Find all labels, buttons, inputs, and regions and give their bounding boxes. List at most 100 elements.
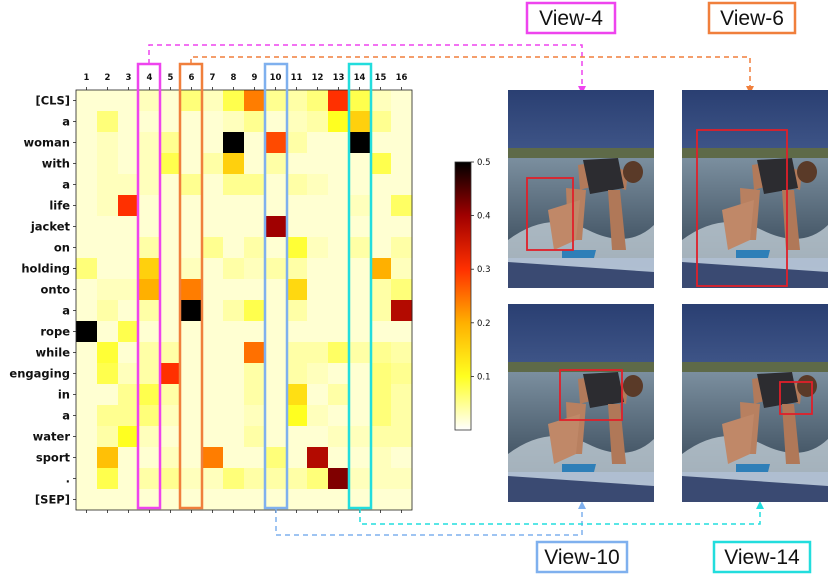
heatmap-cell	[223, 321, 245, 343]
heatmap-cell	[370, 258, 392, 280]
heatmap-cell	[349, 195, 371, 217]
heatmap-cell	[139, 90, 161, 112]
heatmap-cell	[370, 426, 392, 448]
token-label: a	[62, 115, 70, 129]
colorbar-tick-label: 0.2	[477, 319, 491, 329]
heatmap-cell	[244, 279, 266, 301]
heatmap-cell	[181, 111, 203, 133]
view-6-region-box	[696, 129, 788, 287]
colorbar: 0.10.20.30.40.5	[454, 158, 491, 431]
heatmap-cell	[391, 258, 413, 280]
heatmap-cell	[160, 300, 182, 322]
token-labels: [CLS]awomanwithalifejacketonholdingontoa…	[9, 94, 70, 507]
heatmap-cell	[139, 342, 161, 364]
heatmap-cell	[370, 321, 392, 343]
heatmap-cell	[349, 258, 371, 280]
view-4-image	[508, 90, 654, 288]
heatmap-cell	[286, 468, 308, 490]
heatmap-cell	[349, 426, 371, 448]
heatmap-cell	[244, 90, 266, 112]
heatmap-cell	[349, 363, 371, 385]
column-label: 8	[231, 73, 237, 83]
heatmap-cell	[244, 258, 266, 280]
heatmap-cell	[160, 195, 182, 217]
column-label: 13	[333, 73, 345, 83]
column-label: 5	[168, 73, 174, 83]
heatmap-cell	[223, 447, 245, 469]
heatmap-cell	[328, 363, 350, 385]
heatmap-cell	[76, 300, 98, 322]
heatmap-cell	[286, 300, 308, 322]
heatmap-cell	[328, 489, 350, 511]
heatmap-cell	[391, 90, 413, 112]
heatmap-cell	[97, 300, 119, 322]
heatmap-cell	[160, 90, 182, 112]
heatmap-cell	[139, 426, 161, 448]
heatmap-cell	[349, 237, 371, 259]
heatmap-cell	[286, 321, 308, 343]
heatmap-cell	[223, 489, 245, 511]
heatmap-cell	[76, 405, 98, 427]
heatmap-cell	[118, 363, 140, 385]
heatmap-cell	[328, 237, 350, 259]
heatmap-cell	[76, 237, 98, 259]
column-label: 14	[354, 73, 366, 83]
heatmap-cell	[328, 447, 350, 469]
heatmap-cell	[223, 279, 245, 301]
heatmap-cell	[76, 384, 98, 406]
heatmap-cell	[391, 405, 413, 427]
heatmap-cell	[286, 195, 308, 217]
connector-view-6	[190, 56, 751, 86]
heatmap-cell	[223, 363, 245, 385]
heatmap-cell	[265, 447, 287, 469]
heatmap-cell	[307, 426, 329, 448]
heatmap-cell	[307, 468, 329, 490]
column-label: 15	[375, 73, 387, 83]
heatmap-cell	[328, 342, 350, 364]
token-label: while	[36, 346, 71, 360]
heatmap-cell	[307, 111, 329, 133]
heatmap-cell	[202, 258, 224, 280]
heatmap-cell	[76, 321, 98, 343]
heatmap-cell	[265, 153, 287, 175]
heatmap-cell	[244, 153, 266, 175]
heatmap-cell	[202, 153, 224, 175]
heatmap-cell	[328, 216, 350, 238]
heatmap-cell	[328, 132, 350, 154]
heatmap-cells	[76, 90, 413, 511]
heatmap-cell	[370, 384, 392, 406]
colorbar-tick-label: 0.4	[477, 212, 491, 222]
heatmap-cell	[160, 174, 182, 196]
heatmap-cell	[265, 258, 287, 280]
heatmap-cell	[328, 90, 350, 112]
heatmap-cell	[118, 195, 140, 217]
heatmap-cell	[286, 132, 308, 154]
heatmap-cell	[139, 174, 161, 196]
heatmap-cell	[181, 405, 203, 427]
heatmap-cell	[349, 468, 371, 490]
heatmap-cell	[265, 216, 287, 238]
heatmap-cell	[349, 153, 371, 175]
heatmap-cell	[181, 90, 203, 112]
heatmap-cell	[181, 489, 203, 511]
colorbar-gradient	[454, 161, 472, 431]
heatmap-cell	[391, 447, 413, 469]
heatmap-cell	[139, 258, 161, 280]
view-14-region-box	[779, 381, 813, 415]
heatmap-cell	[286, 489, 308, 511]
heatmap-cell	[265, 426, 287, 448]
view-photo-14	[682, 304, 828, 502]
heatmap-cell	[223, 468, 245, 490]
token-label: .	[66, 472, 70, 486]
heatmap-cell	[244, 300, 266, 322]
token-label: sport	[36, 451, 71, 465]
column-label: 7	[210, 73, 216, 83]
heatmap-cell	[76, 468, 98, 490]
heatmap-cell	[349, 111, 371, 133]
heatmap-cell	[139, 363, 161, 385]
heatmap-cell	[391, 300, 413, 322]
heatmap-cell	[286, 174, 308, 196]
heatmap-cell	[244, 426, 266, 448]
heatmap-cell	[391, 111, 413, 133]
heatmap-cell	[328, 174, 350, 196]
